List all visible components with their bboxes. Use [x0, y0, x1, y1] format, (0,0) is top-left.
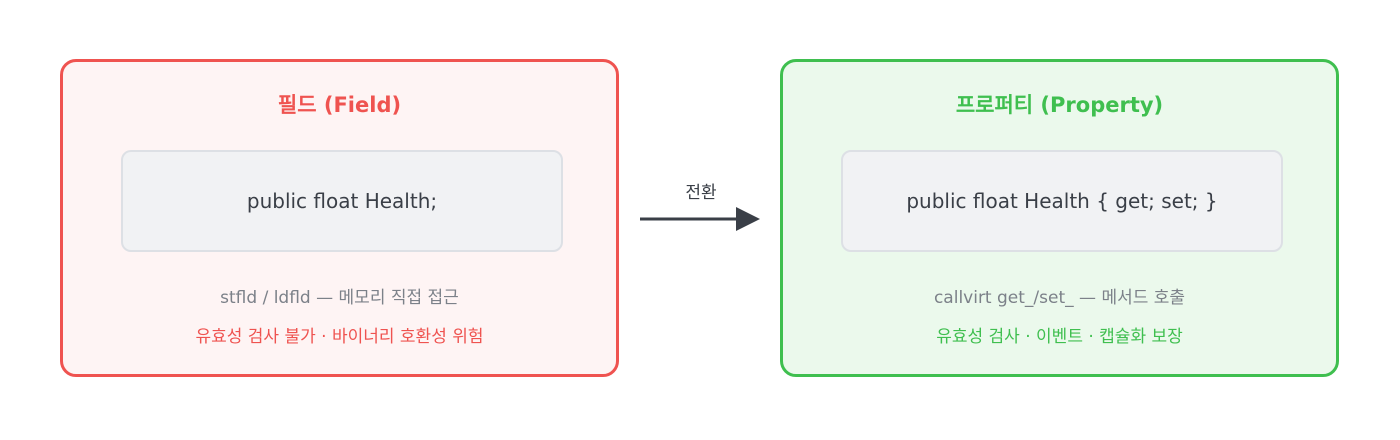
field-note: 유효성 검사 불가 · 바이너리 호환성 위험	[195, 327, 484, 347]
arrow-right-icon	[640, 207, 760, 231]
field-code-text: public float Health;	[246, 189, 438, 213]
field-code-box: public float Health;	[121, 150, 563, 252]
property-note: 유효성 검사 · 이벤트 · 캡슐화 보장	[936, 327, 1183, 347]
transition-label: 전환	[685, 183, 717, 203]
field-panel-title: 필드 (Field)	[277, 93, 402, 117]
property-panel-title: 프로퍼티 (Property)	[955, 93, 1164, 117]
transition-arrow: 전환	[640, 174, 762, 234]
property-code-box: public float Health { get; set; }	[841, 150, 1283, 252]
property-description: callvirt get_/set_ — 메서드 호출	[933, 288, 1186, 308]
field-description: stfld / ldfld — 메모리 직접 접근	[220, 288, 459, 308]
property-panel: 프로퍼티 (Property) public float Health { ge…	[780, 59, 1339, 377]
field-panel: 필드 (Field) public float Health; stfld / …	[60, 59, 619, 377]
property-code-text: public float Health { get; set; }	[906, 189, 1218, 213]
